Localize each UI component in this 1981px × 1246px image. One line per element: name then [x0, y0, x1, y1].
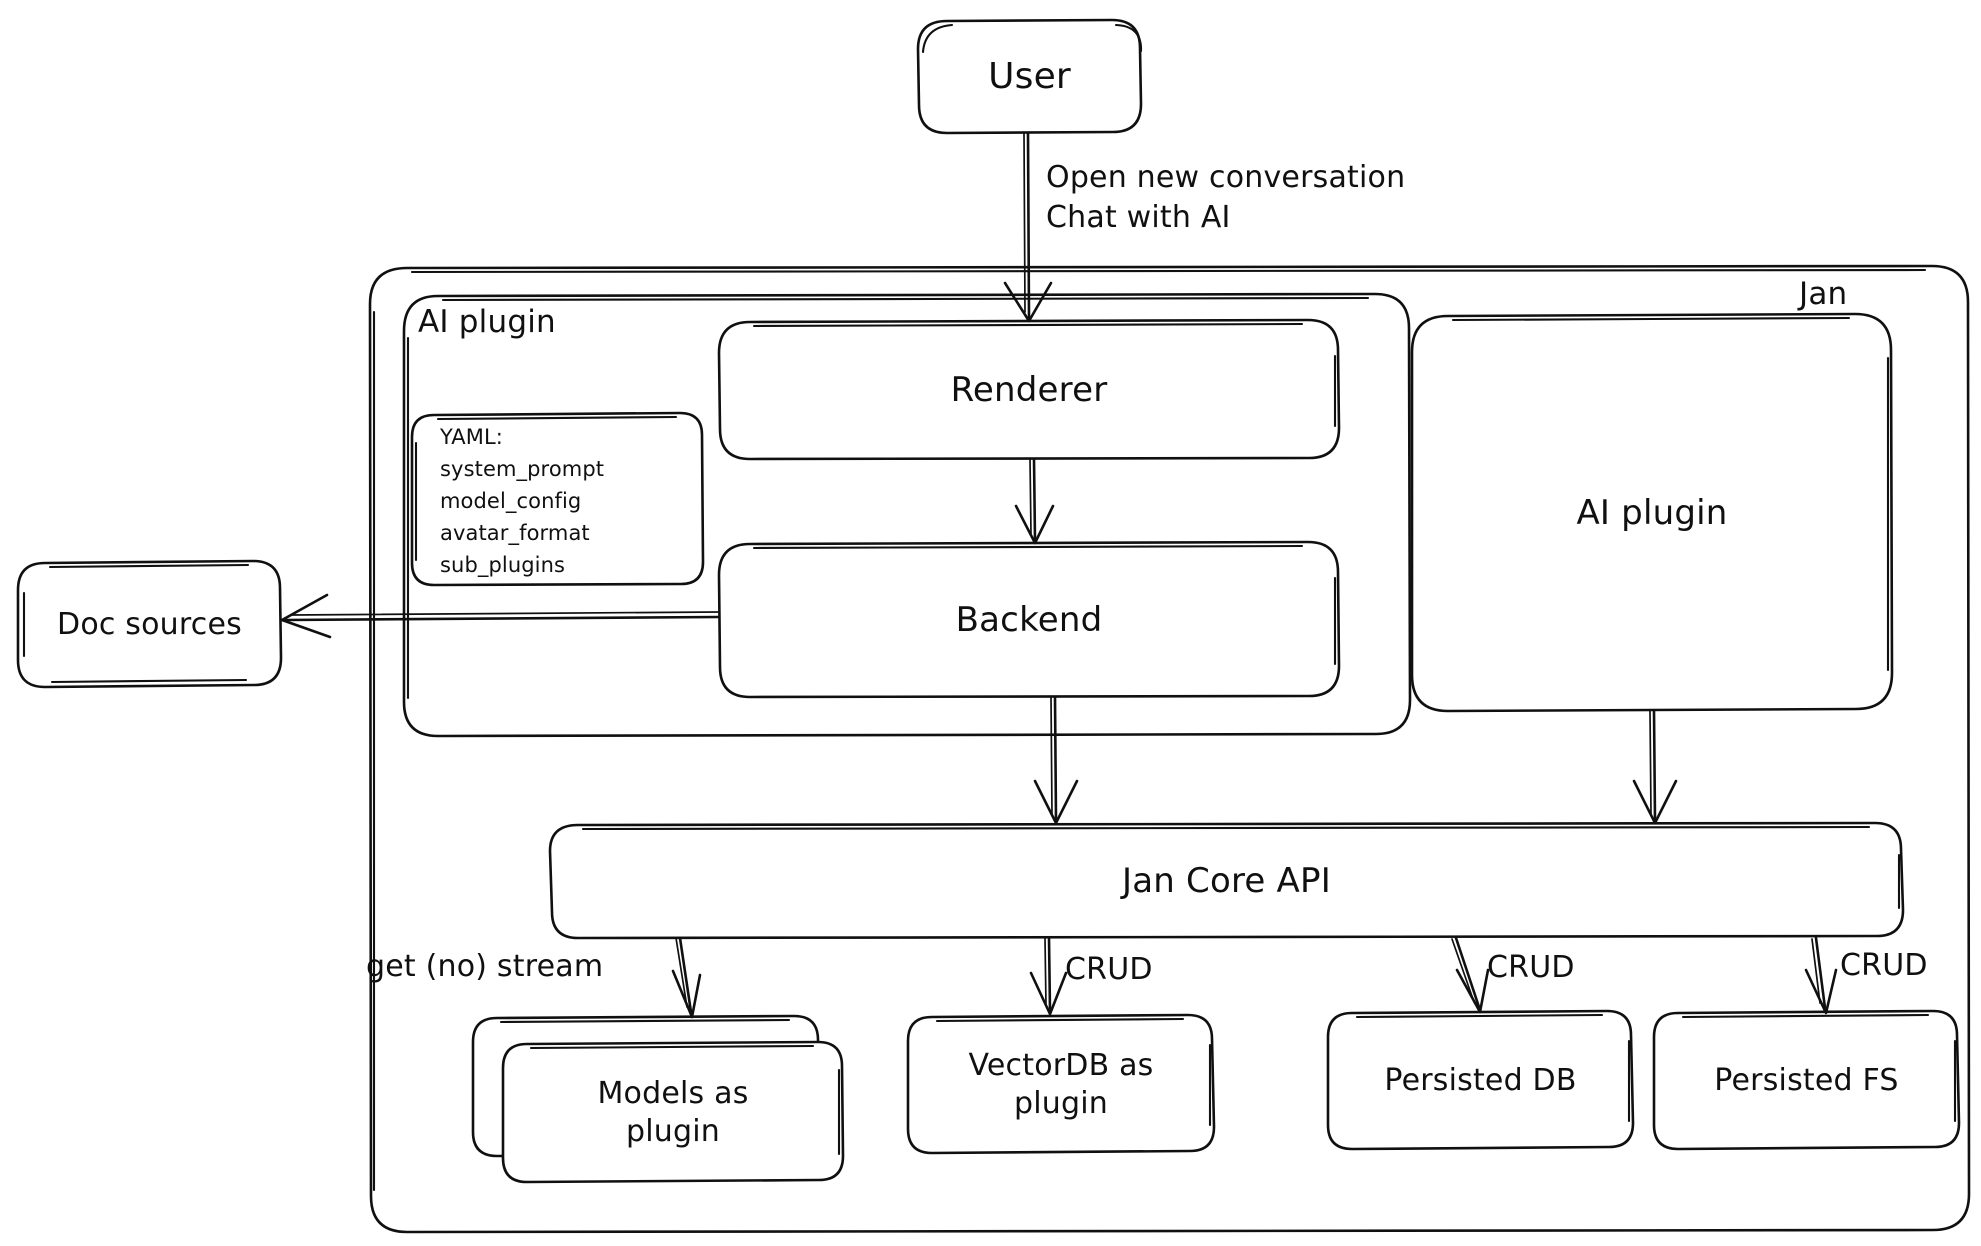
edge-renderer-to-backend: [1014, 457, 1055, 545]
yaml-card-shape: [410, 411, 705, 587]
models-as-plugin-node[interactable]: [473, 1016, 843, 1182]
edge-backend-to-doc-sources: [280, 593, 721, 639]
edge-label-crud-vectordb: CRUD: [1065, 952, 1153, 987]
renderer-node-shape: [717, 318, 1341, 461]
ai-plugin-right-node[interactable]: [1412, 316, 1892, 711]
user-node-shape: [916, 18, 1143, 135]
vectordb-as-plugin-node-shape: [906, 1013, 1216, 1155]
yaml-card-title: YAML:: [440, 425, 503, 449]
vectordb-as-plugin-node[interactable]: [908, 1015, 1214, 1153]
backend-node[interactable]: [719, 544, 1339, 697]
yaml-card[interactable]: [412, 413, 703, 585]
ai-plugin-right-node-shape: [1410, 312, 1894, 713]
edge-jan-core-api-to-persisted-fs: [1804, 936, 1838, 1015]
ai-plugin-group-label: AI plugin: [418, 304, 556, 340]
edge-jan-core-api-to-models: [671, 936, 702, 1019]
doc-sources-node[interactable]: [18, 561, 281, 687]
models-as-plugin-node-shape: [501, 1040, 845, 1184]
persisted-db-node[interactable]: [1328, 1011, 1633, 1149]
edge-jan-core-api-to-persisted-db: [1451, 936, 1490, 1014]
renderer-node[interactable]: [719, 322, 1339, 459]
edge-user-to-renderer: [1003, 131, 1053, 323]
edge-label-crud-persisted-fs: CRUD: [1840, 948, 1928, 983]
edge-label-get-no-stream: get (no) stream: [366, 949, 604, 984]
edge-ai-plugin-to-jan-core-api: [1632, 709, 1678, 825]
persisted-fs-node-shape: [1652, 1009, 1961, 1151]
user-node[interactable]: [918, 21, 1141, 133]
edge-label-crud-persisted-db: CRUD: [1487, 950, 1575, 985]
yaml-card-key-sub-plugins: sub_plugins: [440, 553, 566, 577]
jan-group-label: Jan: [1799, 276, 1848, 312]
backend-node-shape: [717, 540, 1341, 699]
doc-sources-node-shape: [16, 559, 283, 689]
edge-label-user-to-renderer: Open new conversation Chat with AI: [1046, 160, 1406, 236]
yaml-card-key-model-config: model_config: [440, 489, 582, 513]
yaml-card-key-system-prompt: system_prompt: [440, 457, 605, 481]
jan-core-api-node-shape: [548, 821, 1905, 940]
edge-backend-to-jan-core-api: [1033, 695, 1079, 825]
jan-core-api-node[interactable]: [550, 825, 1903, 938]
edge-jan-core-api-to-vectordb: [1029, 936, 1068, 1016]
persisted-fs-node[interactable]: [1654, 1011, 1959, 1149]
yaml-card-key-avatar-format: avatar_format: [440, 521, 590, 545]
persisted-db-node-shape: [1326, 1009, 1635, 1151]
